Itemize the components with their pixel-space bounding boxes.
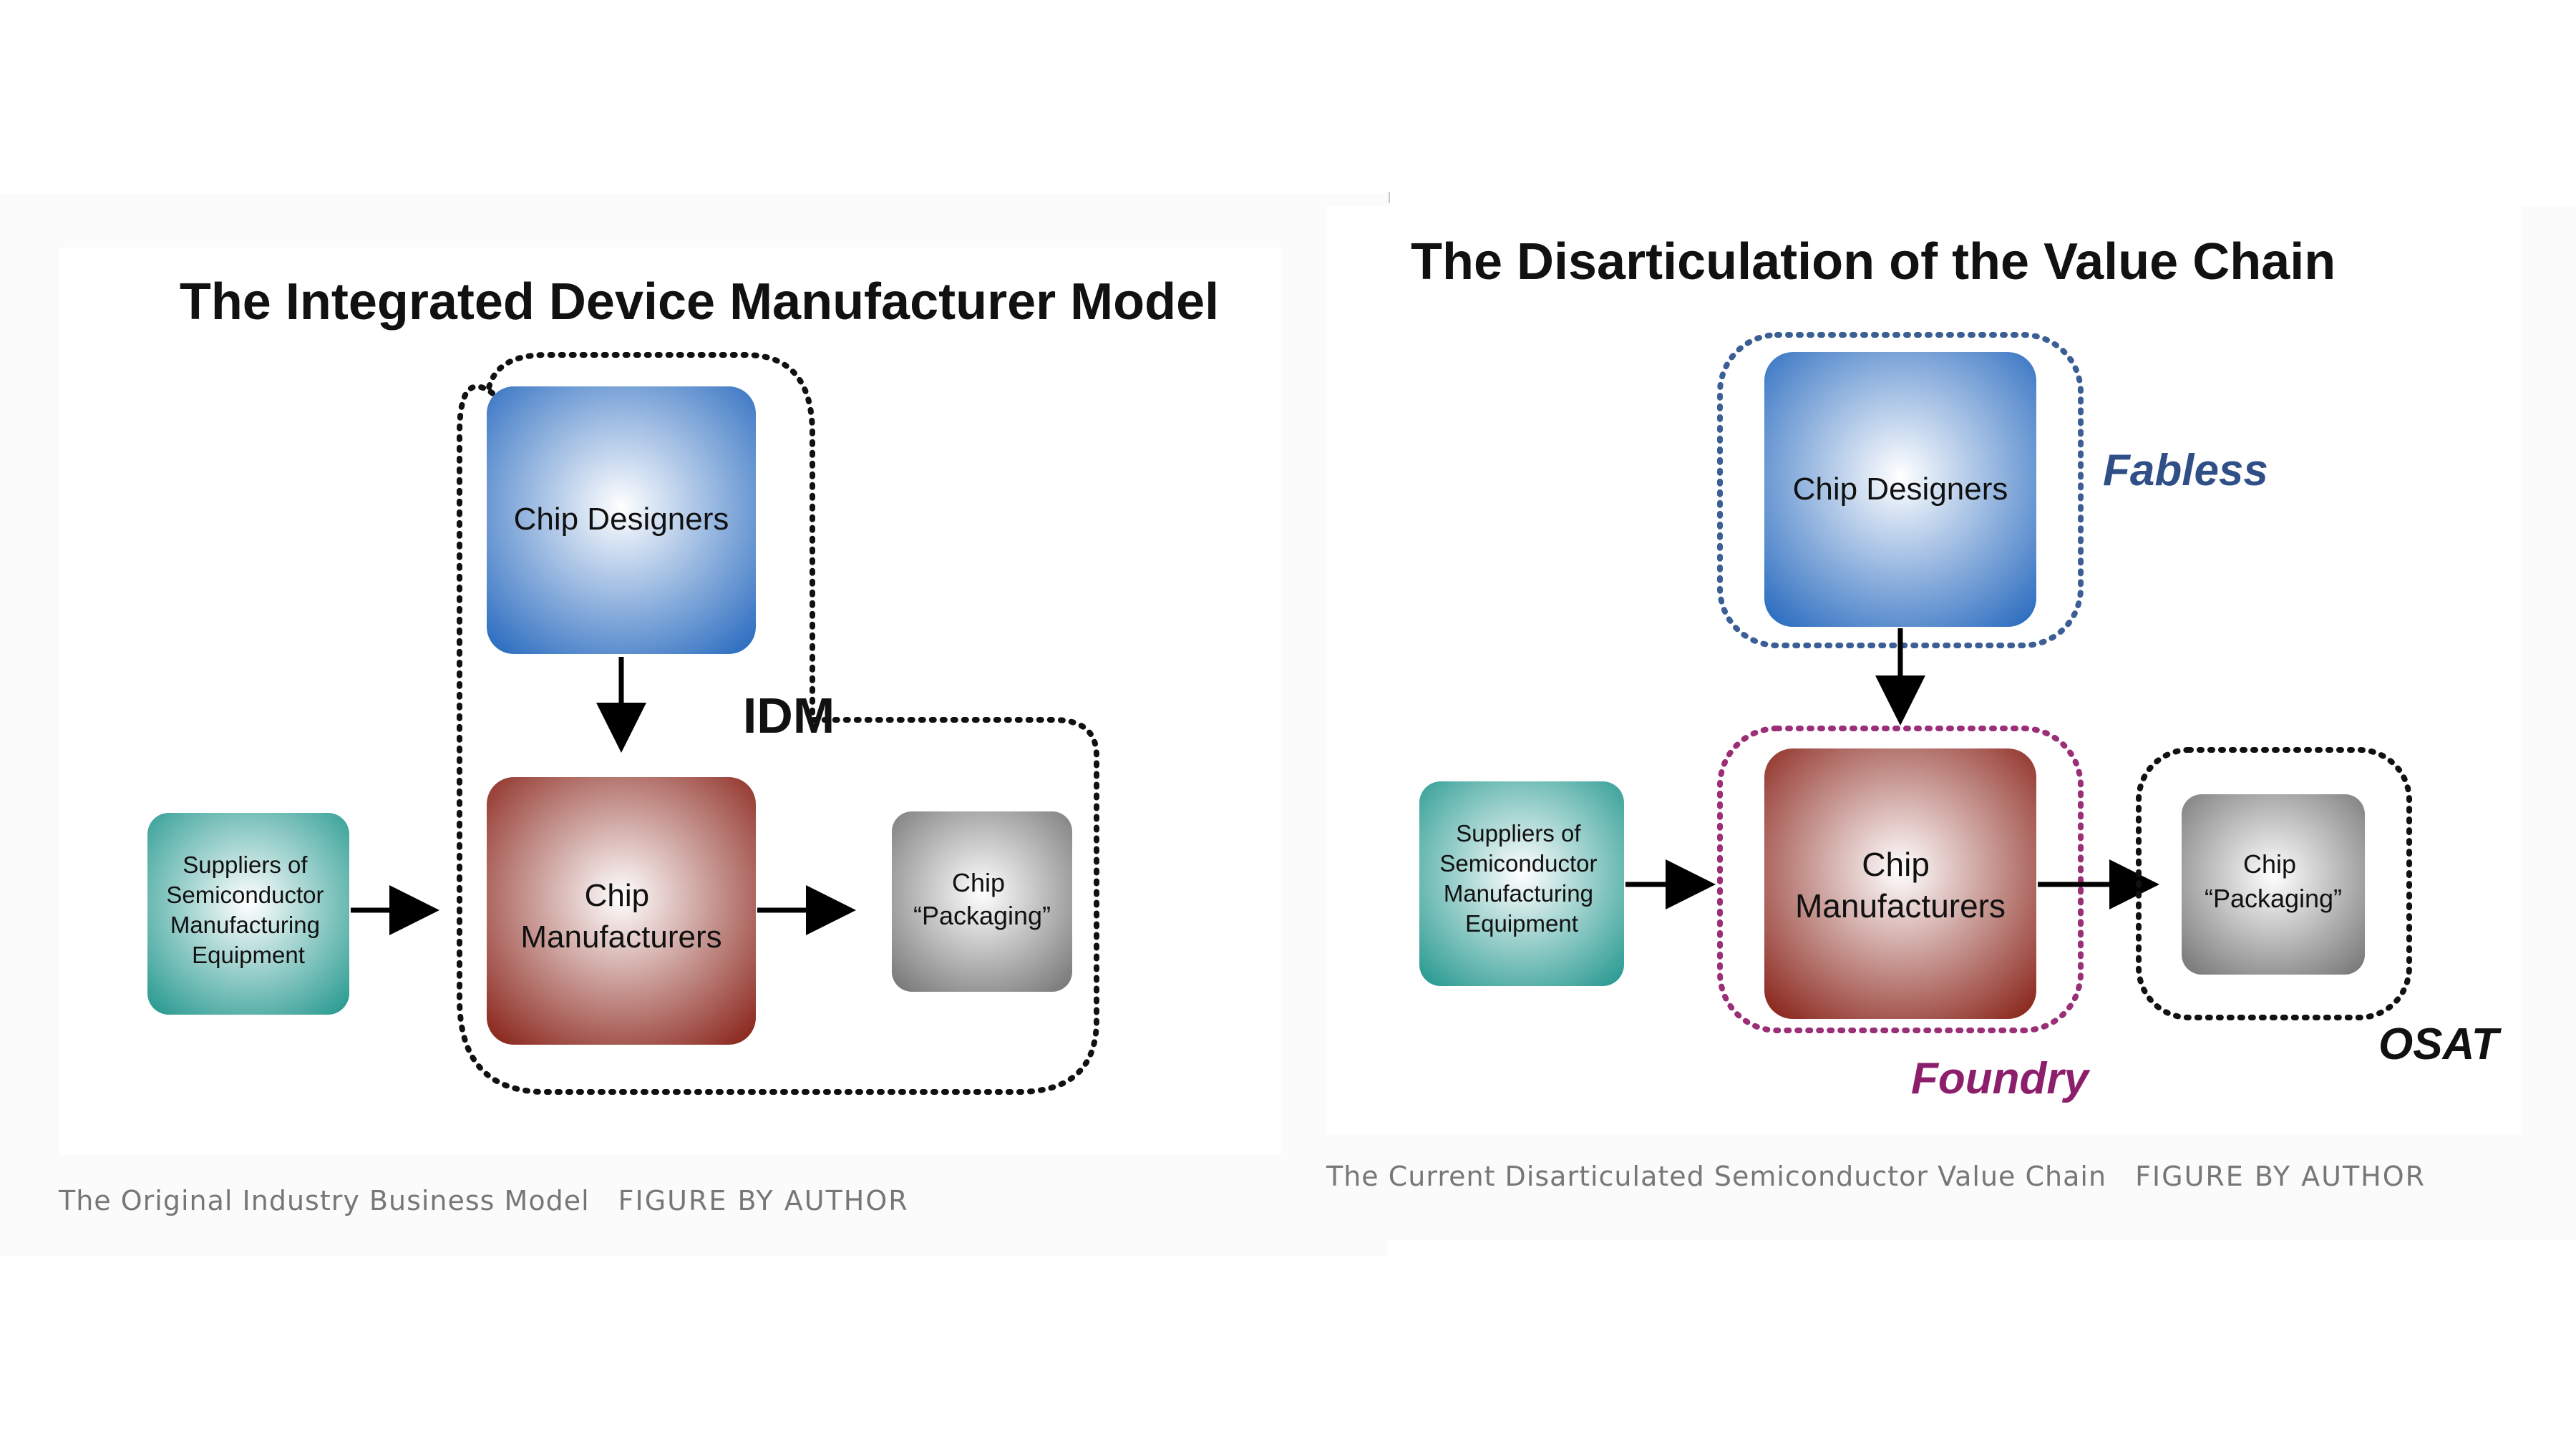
suppliers-label-line4: Equipment <box>1465 910 1578 937</box>
idm-model-figure: The Integrated Device Manufacturer Model… <box>59 248 1281 1155</box>
disarticulation-figure-caption: The Current Disarticulated Semiconductor… <box>1326 1161 2426 1192</box>
idm-group-boundary <box>457 352 1099 1095</box>
svg-text:Chip Manufacturers: Chip Manufacturers <box>520 878 721 955</box>
suppliers-label-line3: Manufacturing <box>170 912 320 938</box>
suppliers-label-line3: Manufacturing <box>1444 880 1593 907</box>
suppliers-label-line1: Suppliers of <box>183 852 308 878</box>
fabless-group-label: Fabless <box>2103 446 2268 495</box>
suppliers-box: Suppliers of Semiconductor Manufacturing… <box>1419 781 1624 986</box>
chip-packaging-label-line2: “Packaging” <box>2205 884 2342 913</box>
suppliers-label-line2: Semiconductor <box>1439 850 1597 877</box>
suppliers-label-line1: Suppliers of <box>1456 820 1581 847</box>
idm-figure-title: The Integrated Device Manufacturer Model <box>180 273 1219 331</box>
idm-caption-text: The Original Industry Business Model <box>59 1185 590 1216</box>
chip-packaging-label-line2: “Packaging” <box>913 901 1051 930</box>
suppliers-box: Suppliers of Semiconductor Manufacturing… <box>147 813 349 1015</box>
idm-group-label: IDM <box>743 688 835 743</box>
chip-packaging-box: Chip “Packaging” <box>892 811 1072 992</box>
chip-manufacturers-box: Chip Manufacturers <box>1764 748 2036 1019</box>
svg-text:Chip Manufacturers: Chip Manufacturers <box>1795 846 2006 924</box>
osat-group-boundary <box>2136 747 2412 1020</box>
osat-group-label: OSAT <box>2378 1020 2502 1069</box>
chip-designers-box: Chip Designers <box>487 386 756 654</box>
svg-text:Chip “Packaging”: Chip “Packaging” <box>913 868 1051 930</box>
chip-packaging-label-line1: Chip <box>2243 849 2296 879</box>
suppliers-label-line4: Equipment <box>192 942 305 968</box>
idm-figure-caption: The Original Industry Business Model FIGU… <box>59 1185 909 1216</box>
disarticulation-caption-credit: FIGURE BY AUTHOR <box>2135 1161 2426 1192</box>
svg-text:Chip “Packaging”: Chip “Packaging” <box>2205 849 2342 913</box>
chip-manufacturers-label-line1: Chip <box>585 878 650 913</box>
disarticulation-diagram: The Disarticulation of the Value Chain C… <box>1411 233 2502 1103</box>
idm-caption-credit: FIGURE BY AUTHOR <box>618 1185 909 1216</box>
foundry-group-label: Foundry <box>1911 1054 2091 1103</box>
svg-text:Suppliers of Semicondu: Suppliers of Semiconductor Manufacturing… <box>166 852 330 968</box>
foundry-group-boundary <box>1717 726 2084 1033</box>
svg-text:Suppliers of Semicondu: Suppliers of Semiconductor Manufacturing… <box>1439 820 1603 937</box>
disarticulation-figure: The Disarticulation of the Value Chain C… <box>1326 206 2522 1134</box>
chip-packaging-box: Chip “Packaging” <box>2182 794 2365 975</box>
divider-tick <box>1389 192 1390 203</box>
idm-diagram: The Integrated Device Manufacturer Model… <box>147 273 1219 1095</box>
chip-manufacturers-label-line2: Manufacturers <box>1795 887 2006 924</box>
chip-designers-box: Chip Designers <box>1764 352 2036 627</box>
suppliers-label-line2: Semiconductor <box>166 882 324 908</box>
chip-designers-label: Chip Designers <box>1793 472 2008 507</box>
chip-manufacturers-label-line1: Chip <box>1862 846 1930 883</box>
chip-manufacturers-label-line2: Manufacturers <box>520 919 721 955</box>
chip-designers-label: Chip Designers <box>514 502 729 537</box>
chip-packaging-label-line1: Chip <box>952 868 1005 897</box>
disarticulation-figure-title: The Disarticulation of the Value Chain <box>1411 233 2336 291</box>
chip-manufacturers-box: Chip Manufacturers <box>487 777 756 1045</box>
disarticulation-caption-text: The Current Disarticulated Semiconductor… <box>1326 1161 2107 1192</box>
